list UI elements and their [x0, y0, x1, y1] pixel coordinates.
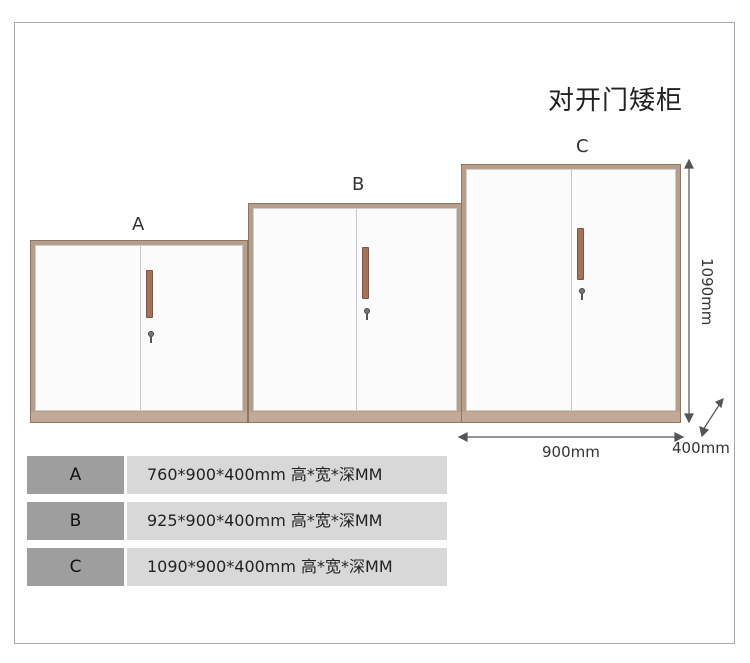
spec-value: 760*900*400mm 高*宽*深MM — [127, 456, 447, 494]
arrow-left-icon — [457, 432, 468, 442]
spec-key: C — [27, 548, 124, 586]
spec-row-a: A 760*900*400mm 高*宽*深MM — [27, 456, 447, 494]
arrow-diag-down-icon — [699, 426, 710, 438]
cabinet-c-base — [462, 412, 680, 422]
spec-row-b: B 925*900*400mm 高*宽*深MM — [27, 502, 447, 540]
lock-icon — [148, 331, 154, 337]
door-handle-icon — [146, 270, 153, 318]
depth-dimension-line — [702, 401, 722, 431]
depth-dimension-label: 400mm — [672, 439, 730, 457]
arrow-right-icon — [674, 432, 685, 442]
height-dimension-label: 1090mm — [698, 258, 716, 326]
door-split — [356, 209, 357, 410]
cabinet-b-label: B — [352, 174, 365, 195]
spec-value: 1090*900*400mm 高*宽*深MM — [127, 548, 447, 586]
width-dimension-label: 900mm — [542, 443, 600, 461]
cabinet-a-base — [31, 412, 247, 422]
cabinet-b-doors — [253, 208, 457, 411]
spec-value: 925*900*400mm 高*宽*深MM — [127, 502, 447, 540]
arrow-diag-up-icon — [714, 397, 724, 409]
key-icon — [581, 294, 583, 300]
cabinet-b-base — [249, 412, 461, 422]
door-handle-icon — [362, 247, 369, 299]
cabinet-c — [461, 164, 681, 423]
cabinet-c-label: C — [576, 136, 589, 157]
key-icon — [150, 337, 152, 343]
lock-icon — [364, 308, 370, 314]
door-handle-icon — [577, 228, 584, 280]
door-split — [571, 170, 572, 410]
product-title: 对开门矮柜 — [548, 86, 684, 116]
lock-icon — [579, 288, 585, 294]
cabinet-a-label: A — [132, 214, 145, 235]
spec-row-c: C 1090*900*400mm 高*宽*深MM — [27, 548, 447, 586]
cabinet-a-doors — [35, 245, 243, 411]
spec-key: B — [27, 502, 124, 540]
cabinet-a — [30, 240, 248, 423]
key-icon — [366, 314, 368, 320]
door-split — [140, 246, 141, 410]
spec-key: A — [27, 456, 124, 494]
cabinet-b — [248, 203, 462, 423]
arrow-up-icon — [684, 158, 694, 169]
cabinet-c-doors — [466, 169, 676, 411]
arrow-down-icon — [684, 413, 694, 424]
spec-table: A 760*900*400mm 高*宽*深MM B 925*900*400mm … — [27, 456, 447, 594]
